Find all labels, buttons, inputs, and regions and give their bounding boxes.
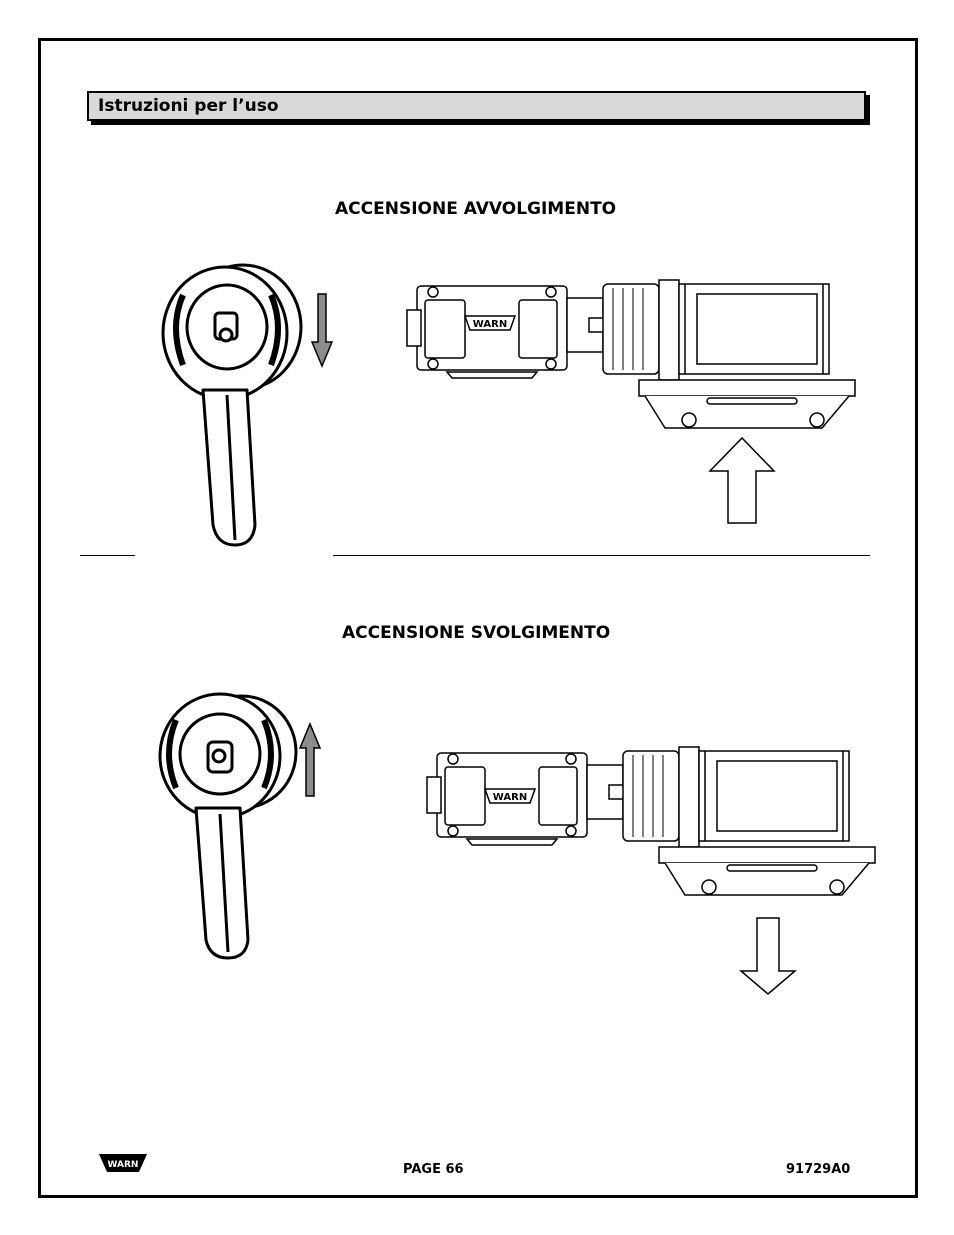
section-title-release: ACCENSIONE SVOLGIMENTO [342, 623, 611, 643]
winch-illustration: WARN [406, 279, 856, 429]
remote-switch-handle-illustration [158, 692, 298, 960]
svg-text:WARN: WARN [108, 1160, 139, 1170]
section-title-engage: ACCENSIONE AVVOLGIMENTO [335, 199, 617, 219]
divider-right [333, 555, 870, 556]
up-arrow-icon [708, 436, 776, 524]
divider-left [80, 555, 135, 556]
svg-text:WARN: WARN [473, 319, 507, 330]
warn-logo: WARN [99, 1154, 147, 1172]
document-number: 91729A0 [786, 1162, 851, 1177]
page-border [38, 38, 918, 1198]
winch-illustration: WARN [426, 746, 876, 896]
page-number: PAGE 66 [403, 1162, 464, 1177]
section-header-title: Istruzioni per l’uso [98, 96, 279, 116]
down-arrow-icon [738, 917, 798, 995]
down-arrow-icon [310, 293, 334, 368]
up-arrow-icon [298, 722, 322, 797]
winch-logo: WARN [483, 788, 537, 804]
section-header-bar: Istruzioni per l’uso [87, 91, 866, 121]
svg-text:WARN: WARN [493, 792, 527, 803]
remote-switch-handle-illustration [161, 263, 303, 547]
winch-logo: WARN [463, 315, 517, 331]
